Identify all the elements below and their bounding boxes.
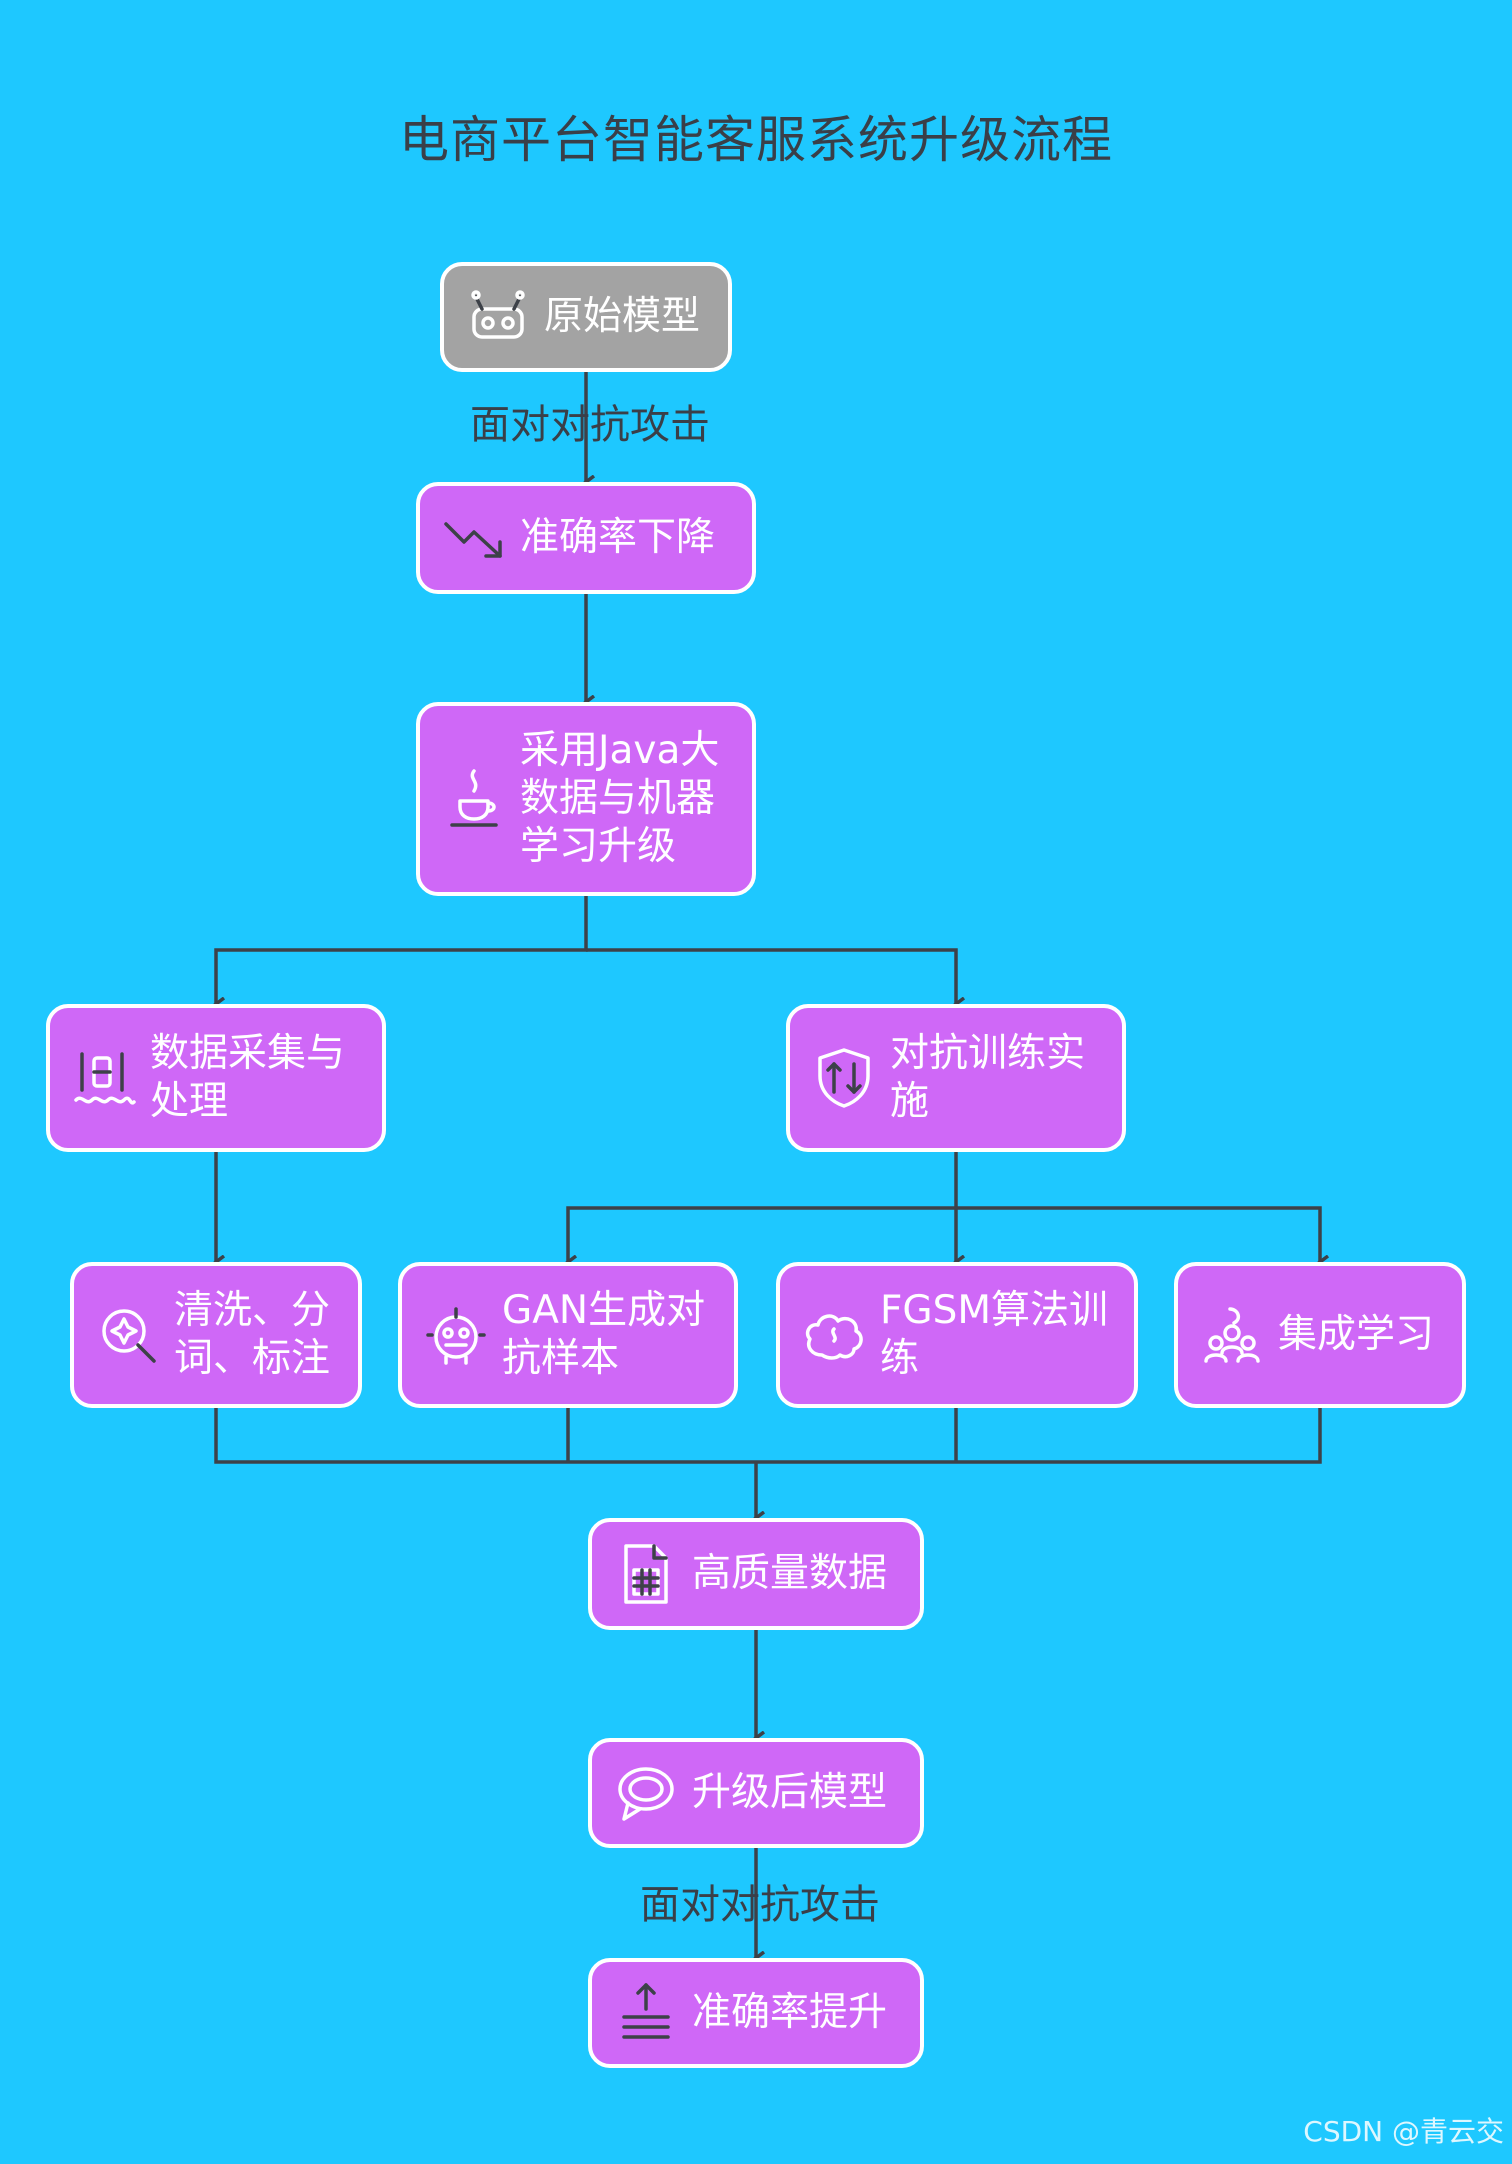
chat-bubble-icon <box>614 1761 678 1825</box>
robot-icon <box>466 285 530 349</box>
node-label: 采用Java大 数据与机器 学习升级 <box>520 728 720 869</box>
edge-adv-to-ensemble <box>956 1206 1320 1262</box>
java-cup-icon <box>442 767 506 831</box>
magnifier-icon <box>96 1303 160 1367</box>
watermark: CSDN @青云交 <box>1303 2115 1504 2148</box>
node-quality-data[interactable]: 高质量数据 <box>588 1518 924 1630</box>
edge-adv-to-gan <box>568 1206 956 1262</box>
node-fgsm-training[interactable]: FGSM算法训 练 <box>776 1262 1138 1408</box>
robot-face-icon <box>424 1303 488 1367</box>
node-label: 集成学习 <box>1278 1312 1435 1357</box>
node-label: 原始模型 <box>544 294 701 339</box>
edge-label-attack-bottom: 面对对抗攻击 <box>640 1882 880 1928</box>
node-label: 清洗、分 词、标注 <box>174 1288 331 1381</box>
page-title: 电商平台智能客服系统升级流程 <box>399 111 1113 169</box>
node-label: GAN生成对 抗样本 <box>502 1288 706 1381</box>
node-label: 高质量数据 <box>692 1551 888 1596</box>
node-original-model[interactable]: 原始模型 <box>440 262 732 372</box>
node-label: 升级后模型 <box>692 1770 888 1815</box>
node-label: FGSM算法训 练 <box>880 1288 1109 1381</box>
node-accuracy-drop[interactable]: 准确率下降 <box>416 482 756 594</box>
node-label: 对抗训练实 施 <box>890 1031 1086 1124</box>
edge-java-split <box>216 894 588 1004</box>
node-label: 数据采集与 处理 <box>150 1031 346 1124</box>
node-gan-samples[interactable]: GAN生成对 抗样本 <box>398 1262 738 1408</box>
node-accuracy-up[interactable]: 准确率提升 <box>588 1958 924 2068</box>
node-data-collection[interactable]: 数据采集与 处理 <box>46 1004 386 1152</box>
group-icon <box>1200 1303 1264 1367</box>
shield-arrows-icon <box>812 1046 876 1110</box>
node-clean-tokenize[interactable]: 清洗、分 词、标注 <box>70 1262 362 1408</box>
edge-merge <box>214 1406 1322 1464</box>
spreadsheet-icon <box>614 1542 678 1606</box>
node-ensemble-learning[interactable]: 集成学习 <box>1174 1262 1466 1408</box>
node-label: 准确率下降 <box>520 515 716 560</box>
trend-down-icon <box>442 506 506 570</box>
data-flow-icon <box>72 1046 136 1110</box>
node-upgraded-model[interactable]: 升级后模型 <box>588 1738 924 1848</box>
edge-java-split-right <box>586 948 956 1004</box>
node-label: 准确率提升 <box>692 1990 888 2035</box>
edge-label-attack-top: 面对对抗攻击 <box>470 402 710 448</box>
node-java-upgrade[interactable]: 采用Java大 数据与机器 学习升级 <box>416 702 756 896</box>
upload-icon <box>614 1981 678 2045</box>
node-adversarial-training[interactable]: 对抗训练实 施 <box>786 1004 1126 1152</box>
brain-icon <box>802 1303 866 1367</box>
